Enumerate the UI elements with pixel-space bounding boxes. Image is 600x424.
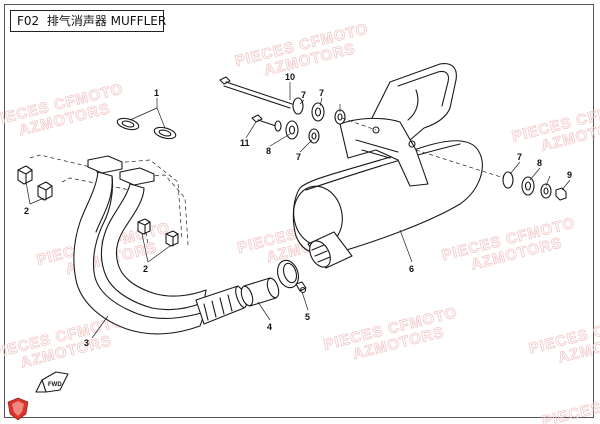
clamp-nut: [165, 230, 179, 247]
fwd-arrow-icon: FWD: [35, 371, 69, 393]
rear-mount-hardware: [415, 149, 567, 201]
callout-7: 7: [301, 90, 306, 100]
washer: [540, 183, 552, 199]
header-flange: [87, 155, 123, 174]
callout-10: 10: [285, 72, 295, 82]
header-gaskets: [116, 117, 177, 140]
rubber-bushing: [292, 97, 304, 115]
clamp-nut: [37, 181, 53, 201]
section-code: F02: [17, 14, 40, 28]
rubber-bushing: [502, 171, 514, 189]
callout-6: 6: [409, 264, 414, 274]
cfmoto-shield-logo-icon: [7, 397, 29, 421]
callout-labels: 1 2 2 3 4 5 6 7 7 7 7 8 8 9 10 11: [24, 72, 572, 348]
callout-5: 5: [305, 312, 310, 322]
fwd-label: FWD: [48, 382, 62, 388]
rubber-bushing: [521, 176, 535, 196]
washer: [334, 109, 346, 125]
washer: [308, 128, 320, 144]
callout-leaders: [25, 82, 571, 339]
clamp-nut: [17, 165, 33, 185]
rubber-bushing: [311, 102, 325, 122]
rubber-bushing: [285, 120, 299, 140]
header-flange: [119, 167, 155, 186]
pipe-clamp: [277, 259, 307, 294]
flange-nut: [555, 187, 567, 201]
callout-4: 4: [267, 322, 272, 332]
callout-7: 7: [319, 88, 324, 98]
muffler-body: [292, 63, 483, 269]
page-frame: [4, 4, 594, 418]
header-collector: [195, 285, 245, 325]
callout-8: 8: [537, 158, 542, 168]
callout-1: 1: [154, 88, 159, 98]
callout-8: 8: [266, 146, 271, 156]
callout-2: 2: [143, 264, 148, 274]
callout-3: 3: [84, 338, 89, 348]
callout-2: 2: [24, 206, 29, 216]
upper-mount-hardware: [219, 76, 377, 144]
callout-9: 9: [567, 170, 572, 180]
gasket-ring: [116, 117, 140, 131]
section-title: 排气消声器 MUFFLER: [46, 14, 167, 28]
exhaust-header-pipe: [73, 155, 247, 335]
watermark-line1: PIECES CFMOTO: [540, 381, 600, 424]
callout-11: 11: [240, 138, 250, 148]
callout-7: 7: [296, 152, 301, 162]
clamp-nut-group-left: [17, 165, 179, 247]
callout-7: 7: [517, 152, 522, 162]
clamp-nut: [137, 218, 151, 235]
page-title: F02 排气消声器 MUFFLER: [10, 10, 167, 32]
connecting-sleeve: [240, 277, 280, 307]
